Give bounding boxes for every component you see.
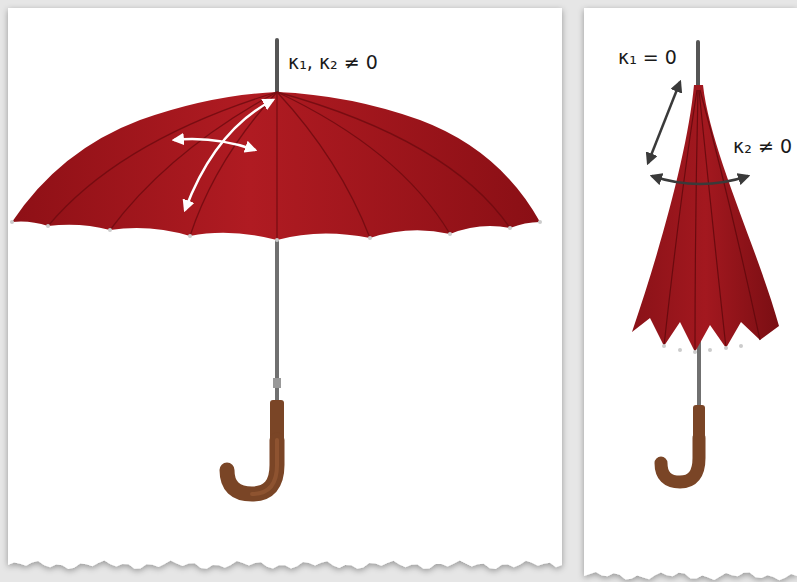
curvature-label: κ₁ = 0 — [618, 47, 677, 68]
paper-panel — [584, 8, 797, 580]
closed-umbrella — [632, 42, 779, 482]
paper-panel — [8, 8, 562, 569]
curvature-label: κ₂ ≠ 0 — [733, 136, 792, 157]
open-umbrella — [10, 40, 542, 494]
curvature-label: κ₁, κ₂ ≠ 0 — [288, 52, 378, 73]
